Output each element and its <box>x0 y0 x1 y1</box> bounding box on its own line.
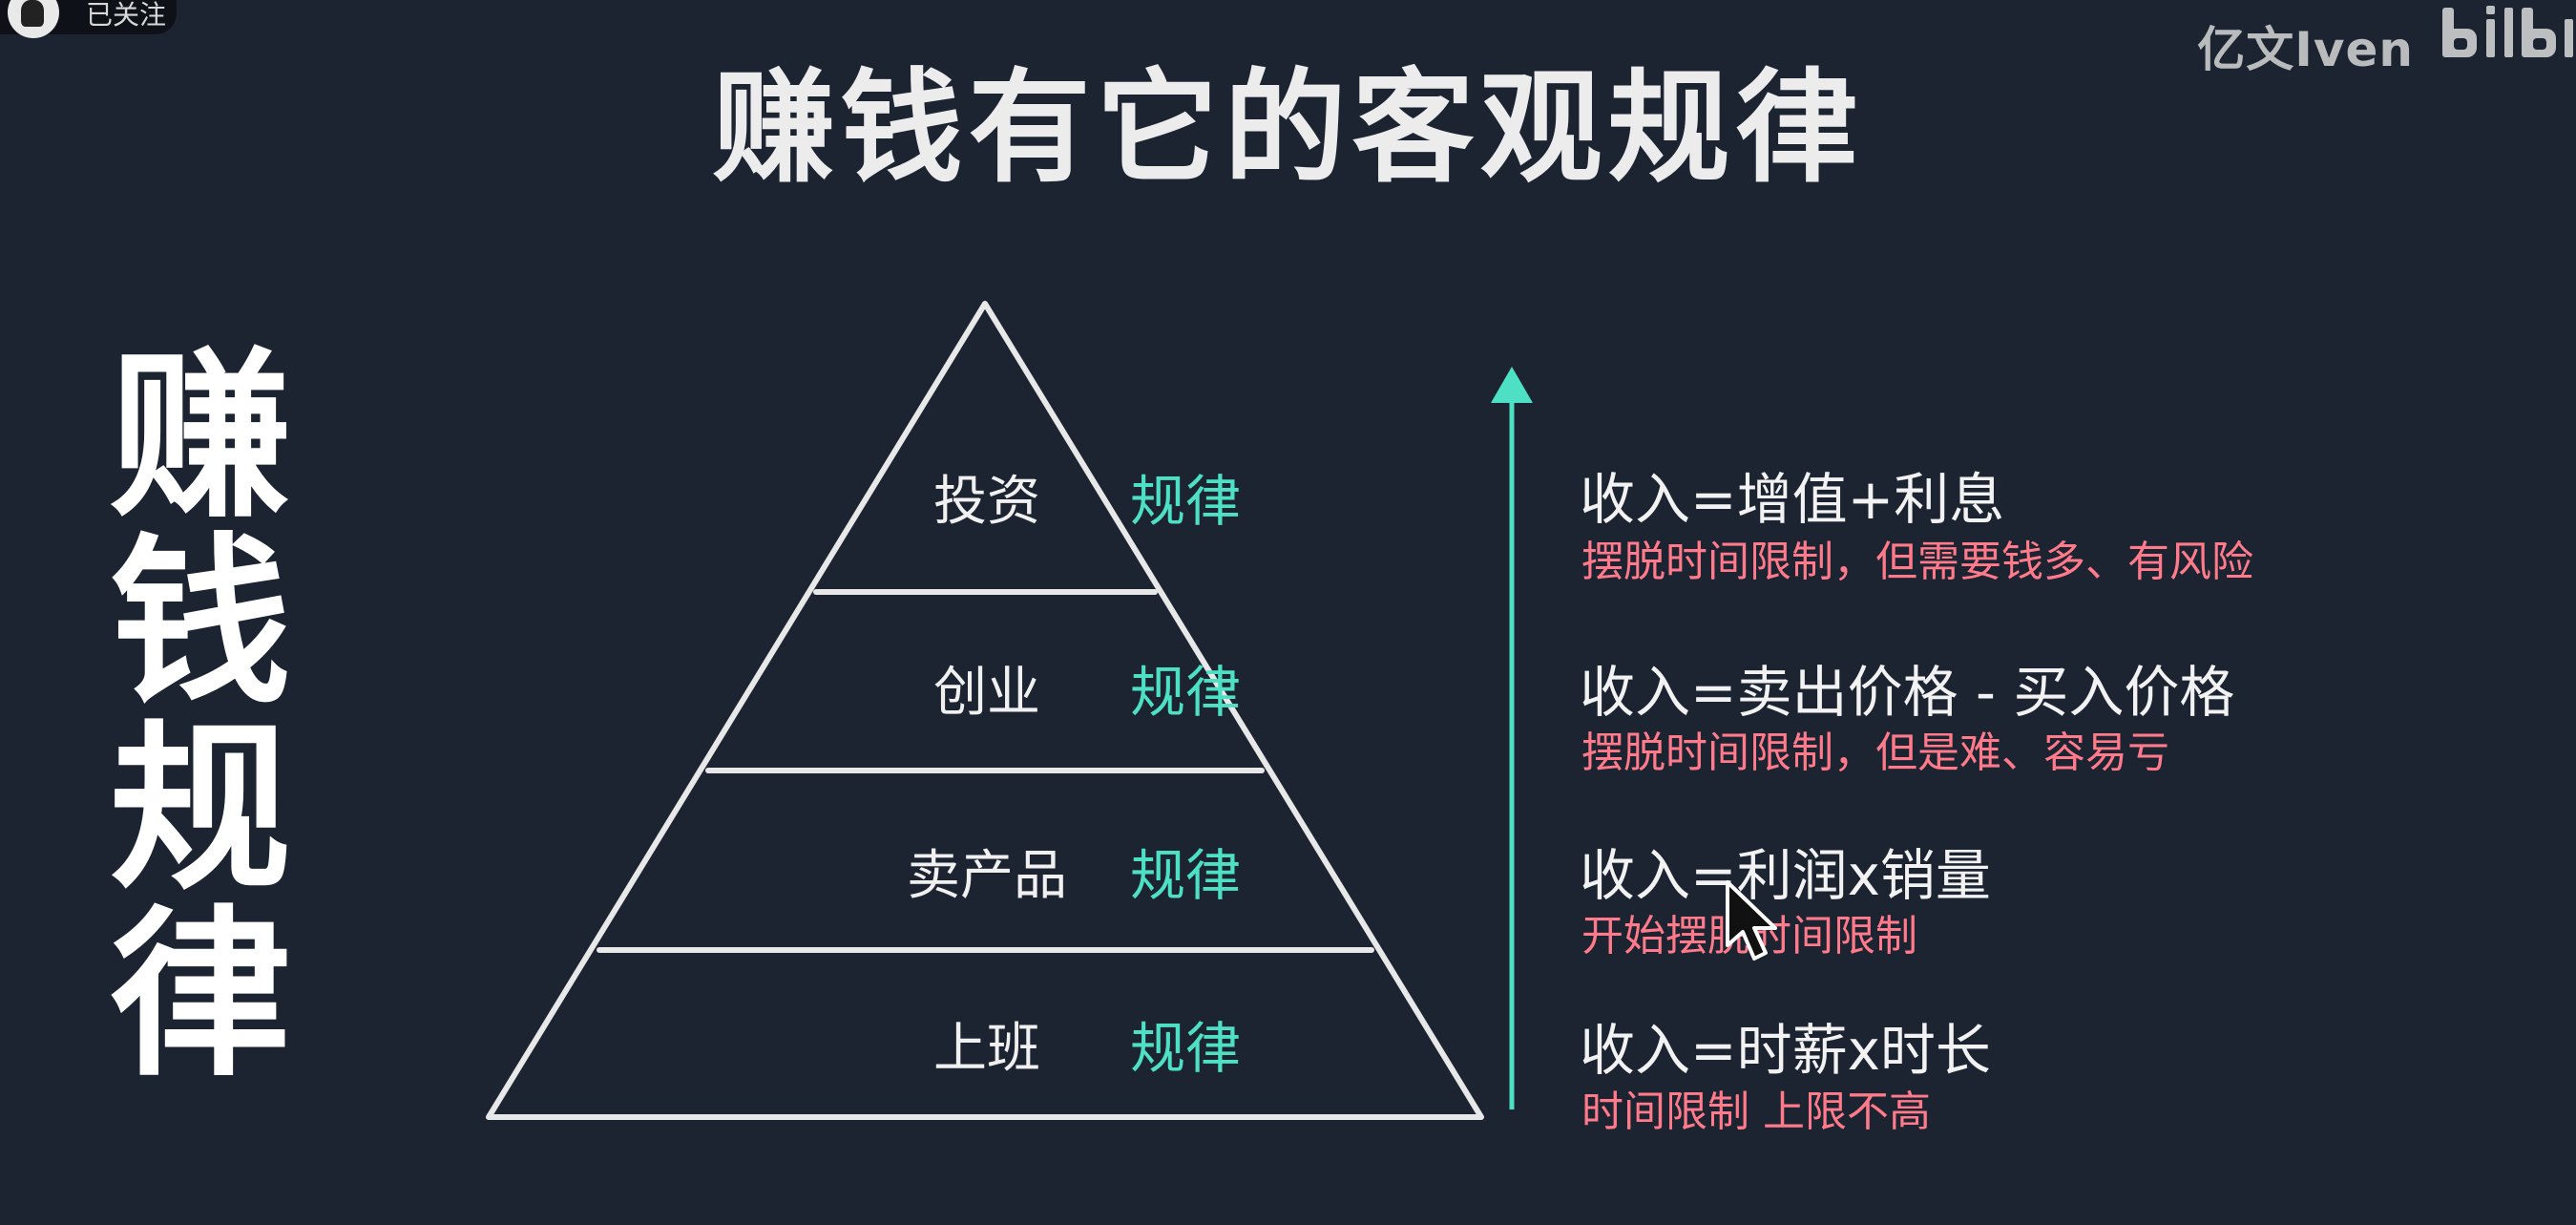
side-title: 赚 钱 规 律 <box>105 344 296 1088</box>
follow-chip[interactable]: 已关注 <box>0 0 177 38</box>
tier-name-invest: 投资 <box>933 471 1040 533</box>
tier-name-sell-product: 卖产品 <box>907 845 1067 907</box>
tier-rule-job: 规律 <box>1130 1016 1242 1081</box>
follow-status-label: 已关注 <box>86 0 167 31</box>
tier-rule-invest: 规律 <box>1130 469 1242 534</box>
equation-job: 收入=时薪x时长 <box>1580 1018 1991 1083</box>
side-title-char: 钱 <box>109 517 291 729</box>
tier-name-job: 上班 <box>933 1018 1040 1080</box>
pyramid-outline <box>486 301 1484 1120</box>
equation-startup: 收入=卖出价格 - 买入价格 <box>1580 660 2235 725</box>
tier-name-startup: 创业 <box>933 662 1040 724</box>
mouse-pointer-icon <box>1726 880 1777 961</box>
author-watermark: 亿文Iven <box>2197 22 2414 77</box>
page-title: 赚钱有它的客观规律 <box>712 57 1864 200</box>
tier-rule-sell-product: 规律 <box>1130 843 1242 908</box>
note-job: 时间限制 上限不高 <box>1581 1088 1931 1136</box>
equation-sell-product: 收入=利润x销量 <box>1580 843 1991 908</box>
note-startup: 摆脱时间限制，但是难、容易亏 <box>1581 729 2169 777</box>
bilibili-logo-icon <box>2442 6 2573 57</box>
tier-rule-startup: 规律 <box>1130 660 1242 725</box>
side-title-char: 规 <box>109 704 291 915</box>
equation-invest: 收入=增值+利息 <box>1580 467 2005 532</box>
side-title-char: 律 <box>109 890 291 1101</box>
note-invest: 摆脱时间限制，但需要钱多、有风险 <box>1581 538 2253 586</box>
side-title-char: 赚 <box>109 331 291 542</box>
up-arrow-icon <box>1491 367 1533 403</box>
